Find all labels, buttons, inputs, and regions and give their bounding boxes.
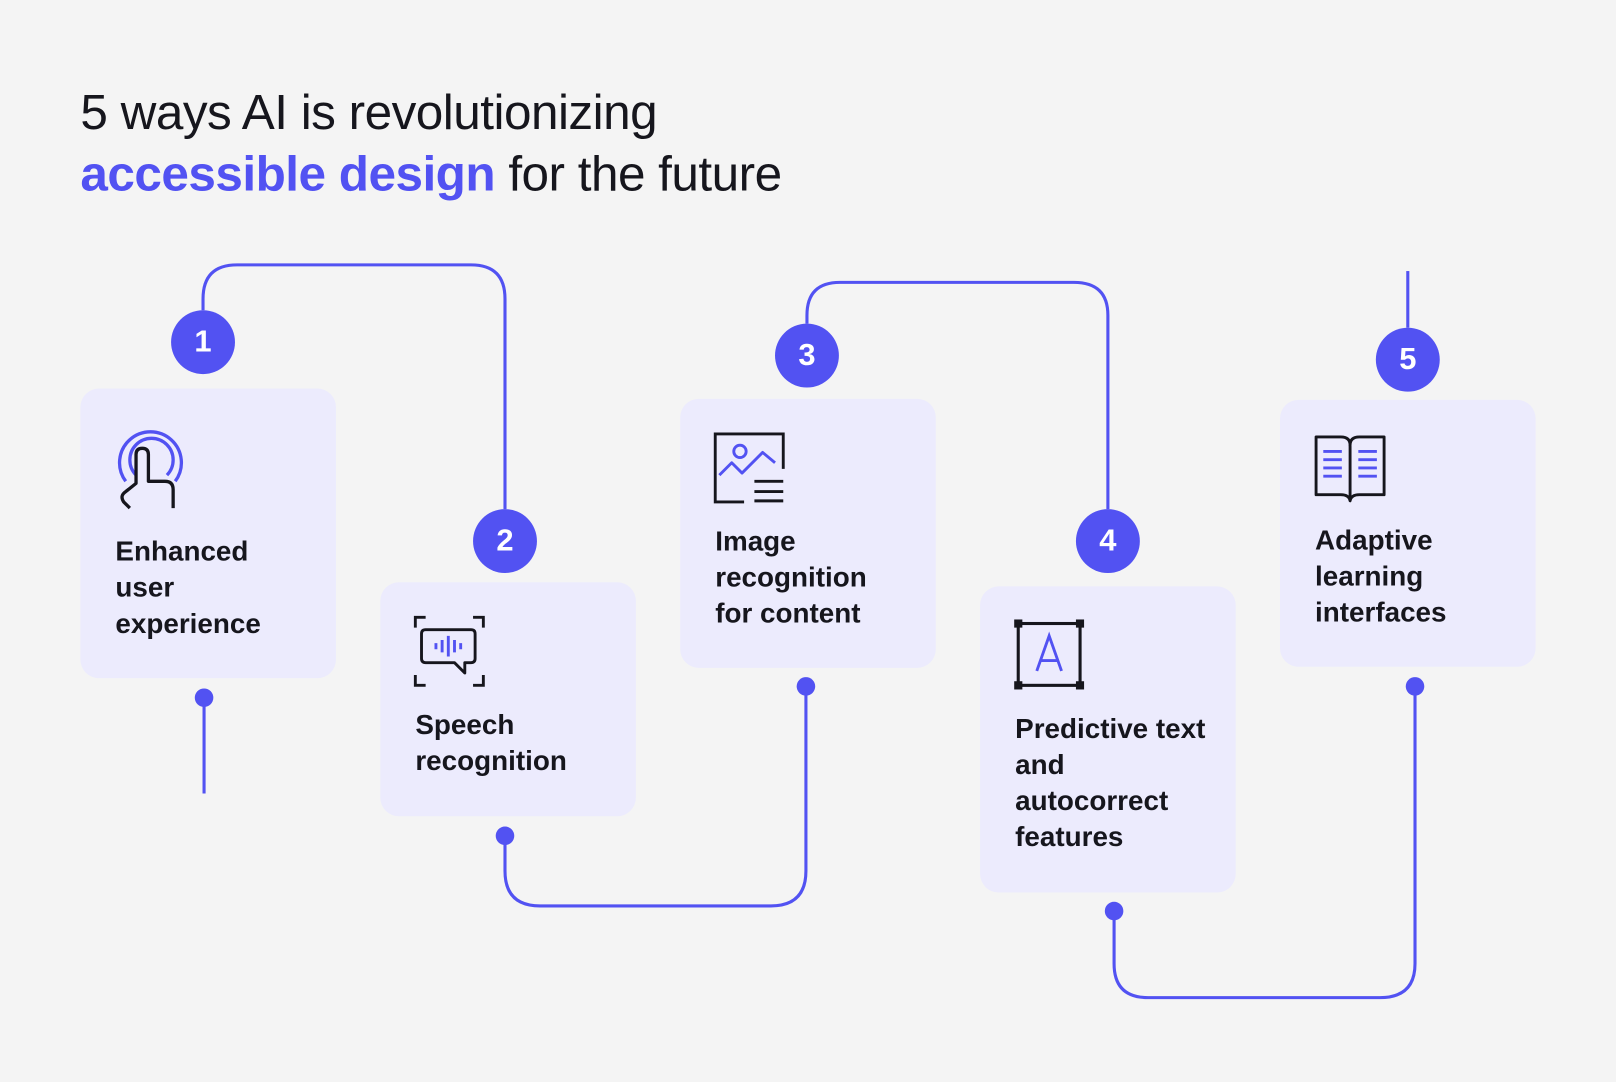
text-box-icon xyxy=(1014,619,1085,690)
step-card-5: Adaptive learning interfaces xyxy=(1280,399,1536,667)
step-label: Predictive text and autocorrect features xyxy=(1015,713,1206,853)
step-badge-5: 5 xyxy=(1375,327,1440,392)
speech-recognition-icon xyxy=(413,615,485,687)
open-book-icon xyxy=(1314,435,1386,503)
step-card-2: Speech recognition xyxy=(380,582,636,817)
image-recognition-icon xyxy=(713,432,785,504)
step-badge-4: 4 xyxy=(1075,509,1140,574)
step-label: Image recognition for content xyxy=(715,525,867,629)
connector-dot xyxy=(194,688,214,707)
step-label: Adaptive learning interfaces xyxy=(1315,524,1447,628)
step-badge-3: 3 xyxy=(775,323,839,388)
title-accent: accessible design xyxy=(80,147,496,202)
connector-3-4 xyxy=(805,280,1110,510)
step-label: Enhanced user experience xyxy=(115,535,261,639)
connector-2-3 xyxy=(503,686,808,908)
title-line-1: 5 ways AI is revolutionizing xyxy=(80,85,658,141)
step-label: Speech recognition xyxy=(415,709,567,777)
step-badge-1: 1 xyxy=(171,310,235,375)
step-card-1: Enhanced user experience xyxy=(80,388,336,679)
page-title: 5 ways AI is revolutionizing accessible … xyxy=(80,82,782,206)
step-badge-2: 2 xyxy=(473,509,537,574)
connector-dot xyxy=(796,677,816,696)
title-rest: for the future xyxy=(495,147,782,202)
step-card-4: Predictive text and autocorrect features xyxy=(980,586,1236,893)
step-card-3: Image recognition for content xyxy=(680,398,936,668)
connector-dot xyxy=(1405,677,1425,696)
title-line-2: accessible design for the future xyxy=(80,144,782,206)
connector-dot xyxy=(495,826,515,846)
connector-1-2 xyxy=(201,263,507,510)
touch-gesture-icon xyxy=(117,430,183,510)
connector-dot xyxy=(1104,901,1124,921)
connector-4-5 xyxy=(1112,686,1417,1000)
